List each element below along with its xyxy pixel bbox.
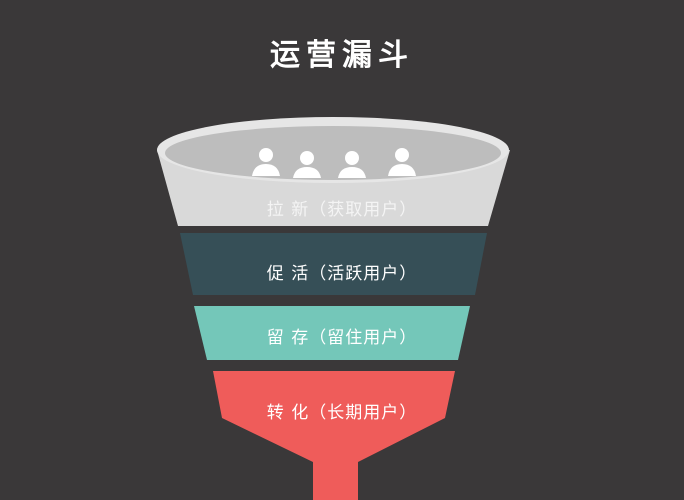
stage-label-retention: 留 存（留住用户） bbox=[266, 328, 418, 348]
page-title: 运营漏斗 bbox=[270, 38, 414, 73]
user-icon bbox=[338, 151, 366, 178]
user-icon bbox=[252, 148, 280, 176]
user-icon bbox=[293, 151, 321, 178]
user-icon bbox=[388, 148, 416, 176]
stage-label-conversion: 转 化（长期用户） bbox=[266, 403, 418, 423]
stage-label-activation: 促 活（活跃用户） bbox=[266, 264, 418, 284]
stage-activation-shape bbox=[180, 233, 487, 295]
stage-acquisition-shape bbox=[157, 117, 510, 226]
stage-label-acquisition: 拉 新（获取用户） bbox=[266, 200, 418, 220]
stage-retention-shape bbox=[194, 306, 470, 360]
stage-conversion-shape bbox=[213, 371, 455, 500]
